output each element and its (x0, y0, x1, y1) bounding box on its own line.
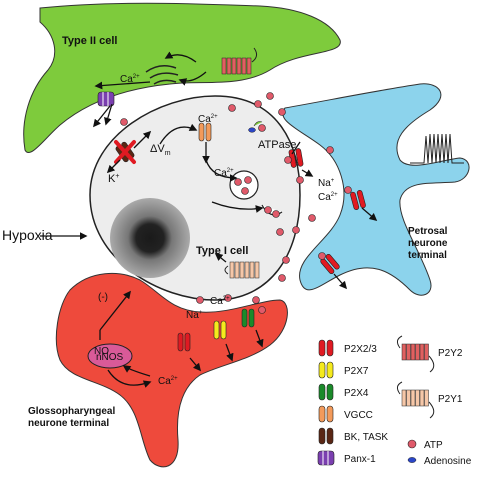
petrosal-terminal (282, 83, 470, 296)
ca-e-sup: 2+ (223, 296, 230, 302)
ca-e: Ca (210, 296, 223, 307)
legend-label: P2Y1 (438, 394, 463, 405)
legend-label: ATP (424, 440, 443, 451)
p2y2-receptor-icon (396, 335, 435, 373)
na-b-sup: + (199, 310, 203, 316)
golgi-apparatus-icon (145, 65, 179, 85)
glossopharyngeal-terminal (55, 272, 288, 468)
hypoxia-label: Hypoxia (2, 227, 53, 243)
minus-label: (-) (98, 292, 108, 303)
p2y1-receptor-icon (396, 381, 435, 419)
pathway-arrows (40, 51, 378, 388)
nnos-enzyme (87, 343, 133, 369)
ca-label-vgcc: Ca2+ (198, 114, 218, 125)
atp-molecule-icon (407, 439, 417, 449)
ca-label-type1: Ca2+ (214, 168, 234, 179)
na-a-sup: + (331, 178, 335, 184)
type1-cell (89, 95, 301, 301)
ca-c-sup: 2+ (227, 168, 234, 174)
action-potential-spikes (410, 133, 464, 164)
legend-label: VGCC (344, 410, 373, 421)
potassium-label: K+ (108, 173, 119, 185)
ca-f-sup: 2+ (171, 376, 178, 382)
legend-label: Panx-1 (344, 454, 376, 465)
adenosine-molecule-icon (407, 457, 417, 463)
p2y2-receptor-on-type2 (221, 47, 258, 75)
ca-d-sup: 2+ (331, 192, 338, 198)
legend-label: P2X2/3 (344, 344, 377, 355)
k: K (108, 173, 116, 185)
p2y1-receptor-on-type1 (224, 261, 260, 279)
panx1-channel-icon (317, 450, 335, 466)
legend-label: P2X4 (344, 388, 369, 399)
legend-label: P2X7 (344, 366, 369, 377)
type2-cell (23, 2, 341, 153)
p2x4-channel-icon (318, 383, 334, 401)
petrosal-line2: neurone (408, 238, 448, 249)
p2x7-channel-icon (318, 361, 334, 379)
atp-vesicle (229, 170, 259, 200)
ca-label-glosso-top: Ca2+ (210, 296, 230, 307)
delta-v: ΔV (150, 143, 165, 155)
ca-label-glosso-inner: Ca2+ (158, 376, 178, 387)
no-label: NO (94, 346, 109, 357)
ca-a-sup: 2+ (133, 74, 140, 80)
ca-f: Ca (158, 376, 171, 387)
k-sup: + (115, 173, 119, 180)
bk-task-channel-icon (318, 427, 334, 445)
p2x23-channel-icon (318, 339, 334, 357)
petrosal-line1: Petrosal (408, 226, 448, 237)
ca-b-sup: 2+ (211, 114, 218, 120)
atp-molecules (120, 92, 352, 314)
delta-vm-label: ΔVm (150, 143, 171, 157)
ca-d: Ca (318, 192, 331, 203)
block-cross-icon (114, 140, 136, 164)
petrosal-label: Petrosal neurone terminal (408, 226, 450, 261)
ca-label-type2: Ca2+ (120, 74, 140, 85)
adenosine-molecule-icon (248, 121, 263, 133)
panx1-channel-icon (97, 91, 115, 107)
glosso-label: Glossopharyngeal neurone terminal (28, 406, 118, 429)
glosso-line2: neurone terminal (28, 418, 109, 429)
legend-label: P2Y2 (438, 348, 463, 359)
petrosal-line3: terminal (408, 250, 447, 261)
delta-vm-sub: m (165, 150, 171, 157)
na-b: Na (186, 310, 199, 321)
nucleus (110, 198, 190, 278)
na-label-glosso: Na+ (186, 310, 203, 321)
na-a: Na (318, 178, 331, 189)
nnos-label: nNOS (96, 352, 124, 363)
ca-c: Ca (214, 168, 227, 179)
ca-a: Ca (120, 74, 133, 85)
na-label-petrosal: Na+ (318, 178, 335, 189)
glosso-line1: Glossopharyngeal (28, 406, 115, 417)
type1-cell-label: Type I cell (196, 245, 248, 257)
exocytosis-pocket (261, 204, 283, 218)
legend-label: Adenosine (424, 456, 472, 467)
type2-cell-label: Type II cell (62, 35, 117, 47)
ca-b: Ca (198, 114, 211, 125)
vgcc-channel-icon (318, 405, 334, 423)
legend-label: BK, TASK (344, 432, 388, 443)
ca-label-petrosal: Ca2+ (318, 192, 338, 203)
atpase-label: ATPase (258, 139, 296, 151)
